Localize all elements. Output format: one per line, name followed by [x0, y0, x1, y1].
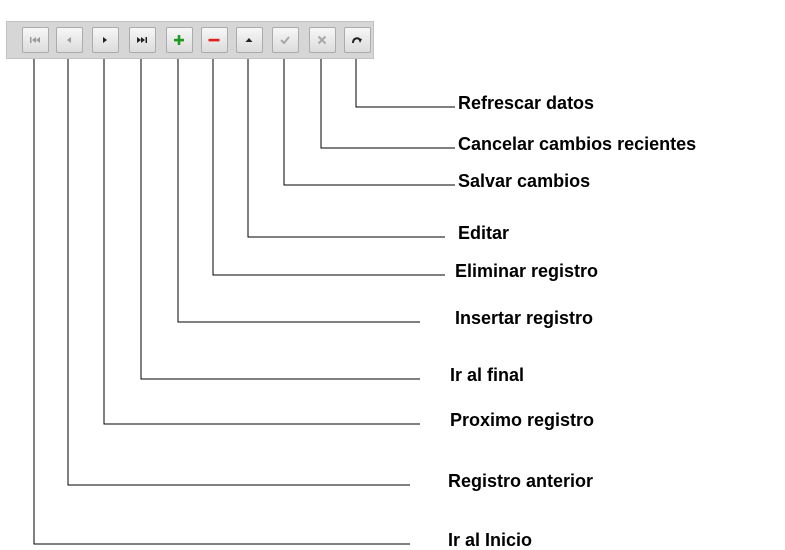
prev-leader-line: [67, 59, 410, 486]
skip-to-first-icon: [28, 33, 42, 47]
edit-leader-line: [247, 59, 445, 238]
first-leader-line: [33, 59, 410, 545]
prev-label: Registro anterior: [448, 471, 594, 491]
post-leader-line: [283, 59, 455, 186]
refresh-label: Refrescar datos: [458, 93, 595, 113]
refresh-leader-line: [355, 59, 455, 108]
refresh-arrow-icon: [350, 33, 364, 47]
first-button[interactable]: [21, 27, 49, 53]
prev-button[interactable]: [55, 27, 83, 53]
skip-to-last-icon: [135, 33, 149, 47]
cancel-label: Cancelar cambios recientes: [458, 134, 697, 154]
minus-icon: [207, 33, 221, 47]
db-navigator-toolbar: [6, 21, 374, 59]
next-button[interactable]: [91, 27, 119, 53]
triangle-left-icon: [62, 33, 76, 47]
last-label: Ir al final: [450, 365, 525, 385]
edit-label: Editar: [458, 223, 510, 243]
delete-label: Eliminar registro: [455, 261, 599, 281]
triangle-up-icon: [242, 33, 256, 47]
cancel-button[interactable]: [308, 27, 336, 53]
first-label: Ir al Inicio: [448, 530, 533, 550]
post-button[interactable]: [271, 27, 299, 53]
plus-icon: [172, 33, 186, 47]
insert-button[interactable]: [165, 27, 193, 53]
insert-label: Insertar registro: [455, 308, 594, 328]
last-button[interactable]: [128, 27, 156, 53]
next-label: Proximo registro: [450, 410, 595, 430]
next-leader-line: [103, 59, 420, 425]
x-icon: [315, 33, 329, 47]
delete-button[interactable]: [200, 27, 228, 53]
post-label: Salvar cambios: [458, 171, 591, 191]
edit-button[interactable]: [235, 27, 263, 53]
triangle-right-icon: [98, 33, 112, 47]
last-leader-line: [140, 59, 420, 380]
check-icon: [278, 33, 292, 47]
refresh-button[interactable]: [343, 27, 371, 53]
delete-leader-line: [212, 59, 445, 276]
cancel-leader-line: [320, 59, 455, 149]
insert-leader-line: [177, 59, 420, 323]
